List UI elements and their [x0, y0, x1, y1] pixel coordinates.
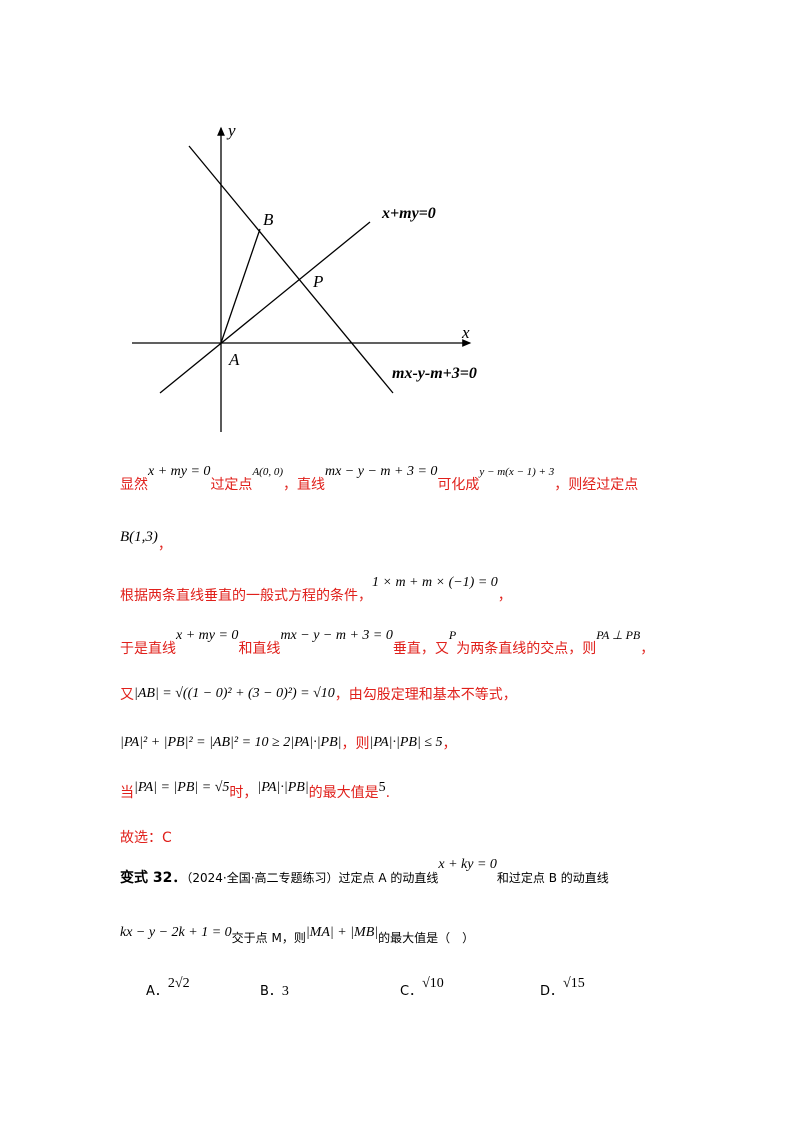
coordinate-figure: y x B P A x+my=0 mx-y-m+3=0: [132, 121, 477, 432]
point-B-label: B: [263, 210, 274, 229]
option-b: B．3: [260, 984, 289, 999]
axis-y-label: y: [226, 121, 236, 140]
option-c: C．√10: [400, 976, 444, 999]
solution-line-1: 显然x + my = 0过定点A(0, 0)，直线mx − y − m + 3 …: [120, 464, 639, 493]
solution-line-6: |PA|² + |PB|² = |AB|² = 10 ≥ 2|PA|·|PB|，…: [120, 735, 457, 752]
option-a: A．2√2: [146, 976, 190, 999]
problem-title: 变式 32．: [120, 870, 187, 886]
problem-statement: 变式 32．（2024·全国·高二专题练习）过定点 A 的动直线x + ky =…: [120, 857, 609, 886]
line2-label: mx-y-m+3=0: [392, 365, 477, 382]
problem-statement-2: kx − y − 2k + 1 = 0交于点 M，则|MA| + |MB|的最大…: [120, 925, 475, 945]
solution-line-3: 根据两条直线垂直的一般式方程的条件，1 × m + m × (−1) = 0，: [120, 575, 512, 604]
solution-line-5: 又|AB| = √((1 − 0)² + (3 − 0)²) = √10，由勾股…: [120, 686, 517, 703]
segment-AB: [220, 228, 261, 344]
point-A-label: A: [228, 350, 240, 369]
solution-line-7: 当|PA| = |PB| = √5时，|PA|·|PB|的最大值是5.: [120, 780, 391, 801]
solution-line-4: 于是直线x + my = 0和直线mx − y − m + 3 = 0垂直，又P…: [120, 628, 655, 657]
line-x-my: [159, 221, 371, 394]
line1-label: x+my=0: [381, 205, 436, 222]
answer-line: 故选：C: [120, 830, 172, 846]
line-mx-y: [188, 145, 394, 394]
point-P-label: P: [312, 272, 323, 291]
option-d: D．√15: [540, 976, 585, 999]
axis-x-label: x: [461, 323, 470, 342]
solution-line-2: B(1,3)，: [120, 529, 172, 553]
